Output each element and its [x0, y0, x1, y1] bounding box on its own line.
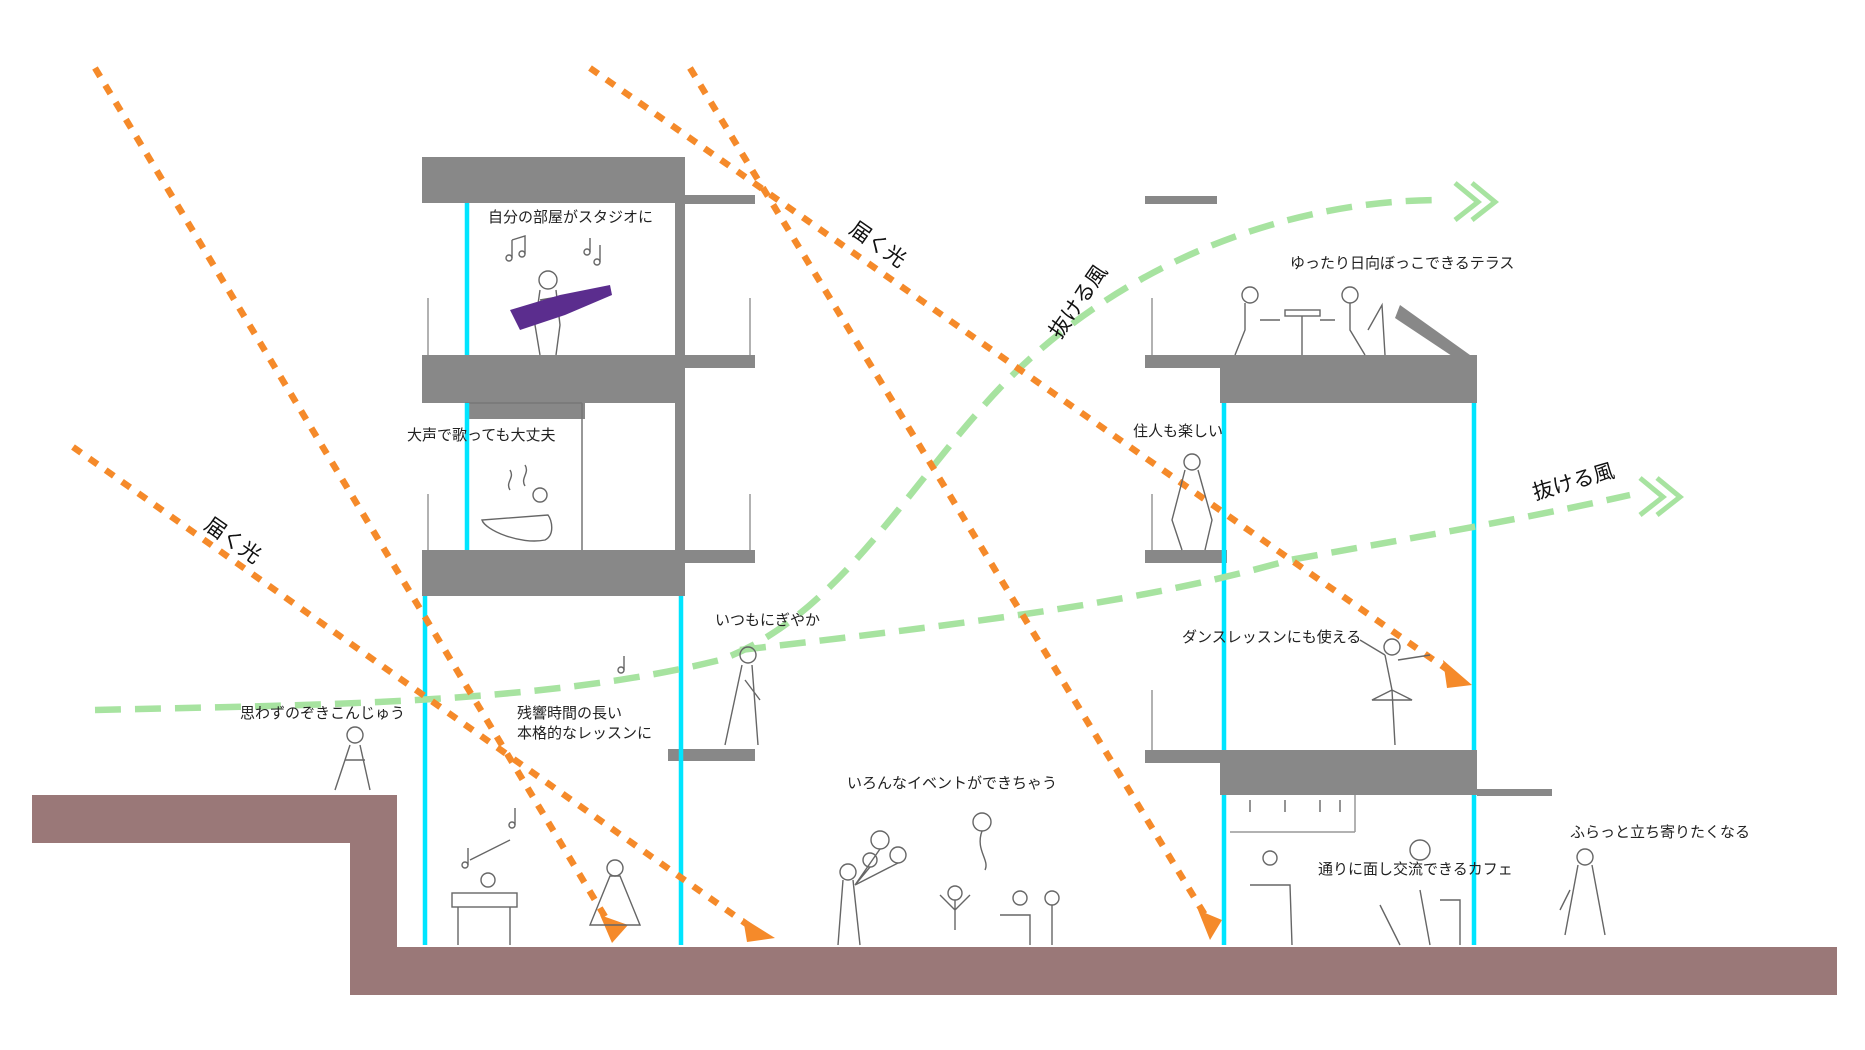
- wind-arrow-upper: [94, 196, 1441, 714]
- ground: [32, 795, 1837, 995]
- light-arrow-2: [71, 444, 757, 933]
- label-peek: 思わずのぞきこんじゅう: [240, 704, 405, 722]
- guitar-icon: [510, 285, 612, 330]
- label-dance: ダンスレッスンにも使える: [1182, 628, 1361, 646]
- left-beam: [465, 403, 585, 419]
- music-notes-icon: [461, 235, 625, 869]
- label-residents-fun: 住人も楽しい: [1133, 422, 1223, 440]
- left-balcony-2f: [685, 550, 755, 563]
- passerby-figure: [1559, 848, 1606, 936]
- ground-profile: [32, 795, 1837, 995]
- right-balcony: [1145, 550, 1227, 563]
- label-always-lively: いつもにぎやか: [715, 611, 820, 629]
- singer-figure: [588, 859, 642, 926]
- right-building: [1145, 196, 1552, 945]
- left-building: [422, 157, 755, 945]
- right-parapet: [1145, 196, 1217, 204]
- label-loud-singing: 大声で歌っても大丈夫: [407, 426, 556, 444]
- left-balcony-3f: [685, 355, 755, 368]
- wind-arrows: [94, 181, 1684, 714]
- wind-arrow-right: [739, 491, 1631, 654]
- bath-figure: [481, 464, 553, 542]
- resident-figure: [1171, 453, 1213, 551]
- light-arrow-3: [687, 66, 1211, 922]
- peeking-person-figure: [334, 726, 371, 791]
- light-arrows: [71, 65, 1472, 943]
- left-third-floor-slab: [422, 355, 685, 403]
- left-second-floor-slab: [422, 550, 685, 596]
- left-roof-slab: [422, 157, 685, 203]
- ballerina-figure: [1359, 638, 1431, 746]
- label-events: いろんなイベントができちゃう: [847, 774, 1057, 792]
- annotation-wind-right: 抜ける風: [1530, 459, 1617, 505]
- left-wall-upper: [675, 203, 685, 355]
- piano-icon: [451, 839, 518, 945]
- figures: [334, 235, 1606, 946]
- right-awning: [1395, 305, 1470, 360]
- left-wall-middle: [675, 403, 685, 550]
- light-arrow-1: [92, 66, 613, 927]
- label-studio-room: 自分の部屋がスタジオに: [488, 208, 653, 226]
- annotation-light-right: 届く光: [845, 216, 910, 272]
- right-1f-ceiling-slab: [1220, 750, 1477, 795]
- label-reverb-1: 残響時間の長い: [517, 704, 622, 722]
- cafe-figure: [1249, 800, 1461, 946]
- left-roof-eave: [685, 195, 755, 204]
- light-arrow-4: [588, 65, 1457, 678]
- right-eave: [1477, 789, 1552, 796]
- annotation-wind-upper: 抜ける風: [1044, 260, 1112, 343]
- label-terrace: ゆったり日向ぼっこできるテラス: [1290, 254, 1514, 272]
- wind-chevron: [1453, 181, 1482, 222]
- left-small-balcony: [668, 749, 755, 761]
- event-crowd-figure: [837, 812, 1060, 946]
- label-cafe: 通りに面し交流できるカフェ: [1318, 860, 1513, 878]
- label-reverb-2: 本格的なレッスンに: [517, 724, 652, 742]
- balcony-person-figure: [724, 646, 761, 746]
- guitarist-figure: [510, 270, 612, 356]
- terrace-people-figure: [1234, 286, 1386, 356]
- wind-chevron: [1638, 476, 1667, 517]
- label-drop-in: ふらっと立ち寄りたくなる: [1570, 823, 1750, 841]
- right-roof-slab: [1220, 355, 1477, 403]
